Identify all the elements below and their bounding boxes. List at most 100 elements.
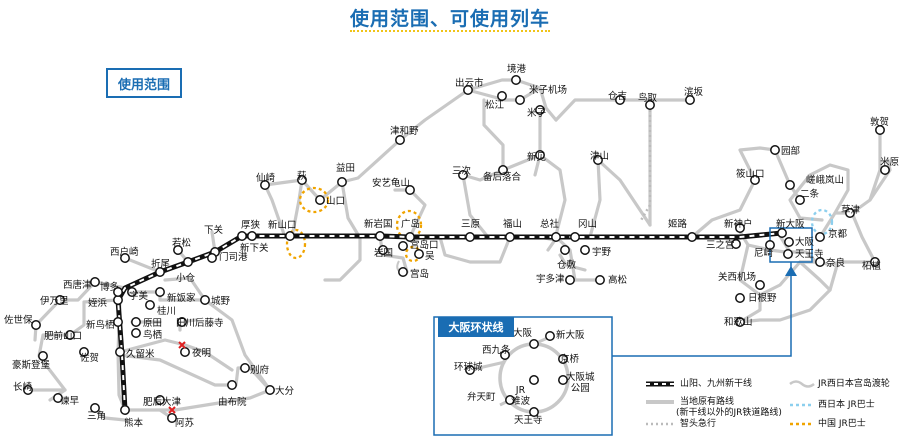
station-label-shinbaru: 新饭家 [167,293,196,304]
loop-station-label-osakajo: 大阪城 公园 [566,372,595,394]
station-marker-fukuyama [505,232,515,242]
station-marker-shinbaru [155,287,165,297]
station-label-shinkobe: 新神户 [724,219,753,230]
station-label-kure: 吴 [425,251,435,262]
station-label-miyajimaguchi: 宫岛口 [410,240,439,251]
station-marker-iwakuni [378,245,388,255]
station-marker-mojiko [207,253,217,263]
station-marker-yonagokuko [515,95,525,105]
station-marker-hagi [297,175,307,185]
station-label-okayama: 冈山 [578,219,598,230]
station-marker-yonago [535,105,545,115]
station-label-nagasaki: 长崎 [13,382,33,393]
station-label-akiyamaguchi: 安艺龟山 [372,178,411,189]
station-label-joya: 城野 [211,296,231,307]
station-marker-saga [79,347,89,357]
station-label-yufuin: 由布院 [218,397,247,408]
station-label-izumoshi: 出云市 [455,78,484,89]
station-marker-niimi [535,150,545,160]
station-label-shinshimonoseki: 新下关 [240,243,269,254]
station-marker-tsuge [870,257,880,267]
station-label-matsue: 松江 [485,100,505,111]
station-marker-sannomiya [731,239,741,249]
station-marker-wakayama [735,317,745,327]
station-marker-imari [55,295,65,305]
loop-station-marker-osaka [529,339,539,349]
station-label-mojiko: 门司港 [219,252,248,263]
station-marker-amagasaki [765,240,775,250]
station-label-tottori: 鸟取 [638,93,658,104]
station-marker-sasayamaguchi [750,175,760,185]
station-marker-mihara [465,232,475,242]
station-label-takamatsu: 高松 [608,275,628,286]
station-label-haiki: 豪斯登堡 [12,360,51,371]
station-marker-izumoshi [463,85,473,95]
loop-station-marker-jrnanba [529,375,539,385]
title-underline [350,30,550,32]
station-label-umi: 宇美 [129,291,149,302]
legend-chugoku-jr-bus: 中国 JR巴士 [818,419,866,429]
station-marker-joya [200,295,210,305]
station-marker-isahaya [53,393,63,403]
station-marker-osaka [784,237,794,247]
suspended-section-markers [168,341,186,414]
station-label-kumamoto: 熊本 [124,418,144,429]
station-marker-tsuyama [593,155,603,165]
loop-station-marker-tennoji [529,407,539,417]
station-label-misumi: 三角 [87,411,107,422]
chizu-express-line [638,110,652,223]
station-marker-shiniwakuni [375,231,385,241]
station-marker-haiki [38,351,48,361]
legend-existing-line: 当地原有路线 [680,397,735,407]
station-label-iwakuni: 岩国 [374,248,394,259]
station-marker-okayama [570,232,580,242]
station-label-kurayoshi: 仓吉 [608,91,628,102]
station-marker-asa [247,231,257,241]
station-marker-kurume [115,347,125,357]
station-marker-sakaiminato [511,75,521,85]
station-marker-meinohama [113,287,123,297]
loop-station-label-nishikujo: 西九条 [482,345,511,356]
station-marker-yamaguchi [315,195,325,205]
station-marker-tagawagotoji [177,317,187,327]
station-marker-himeji [687,232,697,242]
station-label-sakaiminato: 境港 [507,64,527,75]
station-marker-tsuwano [395,135,405,145]
station-label-wakamatsu: 若松 [172,238,192,249]
station-label-isahaya: 谏早 [60,396,80,407]
station-label-beppu: 别府 [250,365,270,376]
station-marker-yufuin [227,380,237,390]
station-label-kokura: 小仓 [176,273,196,284]
station-label-tsuruga: 敦贺 [870,117,890,128]
station-label-kurashiki: 仓敷 [557,260,577,271]
loop-station-marker-osakajo [558,375,568,385]
existing-lines [26,78,892,422]
station-label-saga: 佐贺 [80,353,100,364]
station-label-kyoto: 京都 [828,229,848,240]
station-label-tsuwano: 津和野 [390,126,419,137]
station-marker-kure [414,249,424,259]
station-label-kansaikuko: 关西机场 [718,272,757,283]
station-label-shinosaka: 新大阪 [776,219,805,230]
station-marker-sonobe [770,145,780,155]
osaka-loop-connector [612,262,792,357]
station-label-shimonoseki: 下关 [204,225,224,236]
loop-station-label-kyobashi: 京桥 [560,354,580,365]
loop-station-label-shinosaka: 新大阪 [556,330,585,341]
legend-west-jr-bus: 西日本 JR巴士 [818,400,875,410]
station-marker-misumi [90,403,100,413]
station-label-sasebo: 佐世保 [4,315,33,326]
station-marker-nagasaki [23,385,33,395]
station-marker-hizenyamaguchi [65,330,75,340]
station-markers [23,75,890,423]
loop-station-label-bentencho: 弁天町 [467,392,496,403]
station-label-aso: 阿苏 [175,418,195,429]
station-label-nishitozaki: 西户崎 [110,247,139,258]
station-marker-sasebo [31,320,41,330]
station-label-fukuyama: 福山 [503,219,523,230]
station-marker-miyajimaguchi [398,241,408,251]
loop-station-marker-kyobashi [558,354,568,364]
loop-station-label-osaka: 大阪 [513,328,533,339]
station-marker-shinyamaguchi [285,231,295,241]
station-marker-kumamoto [120,405,130,415]
